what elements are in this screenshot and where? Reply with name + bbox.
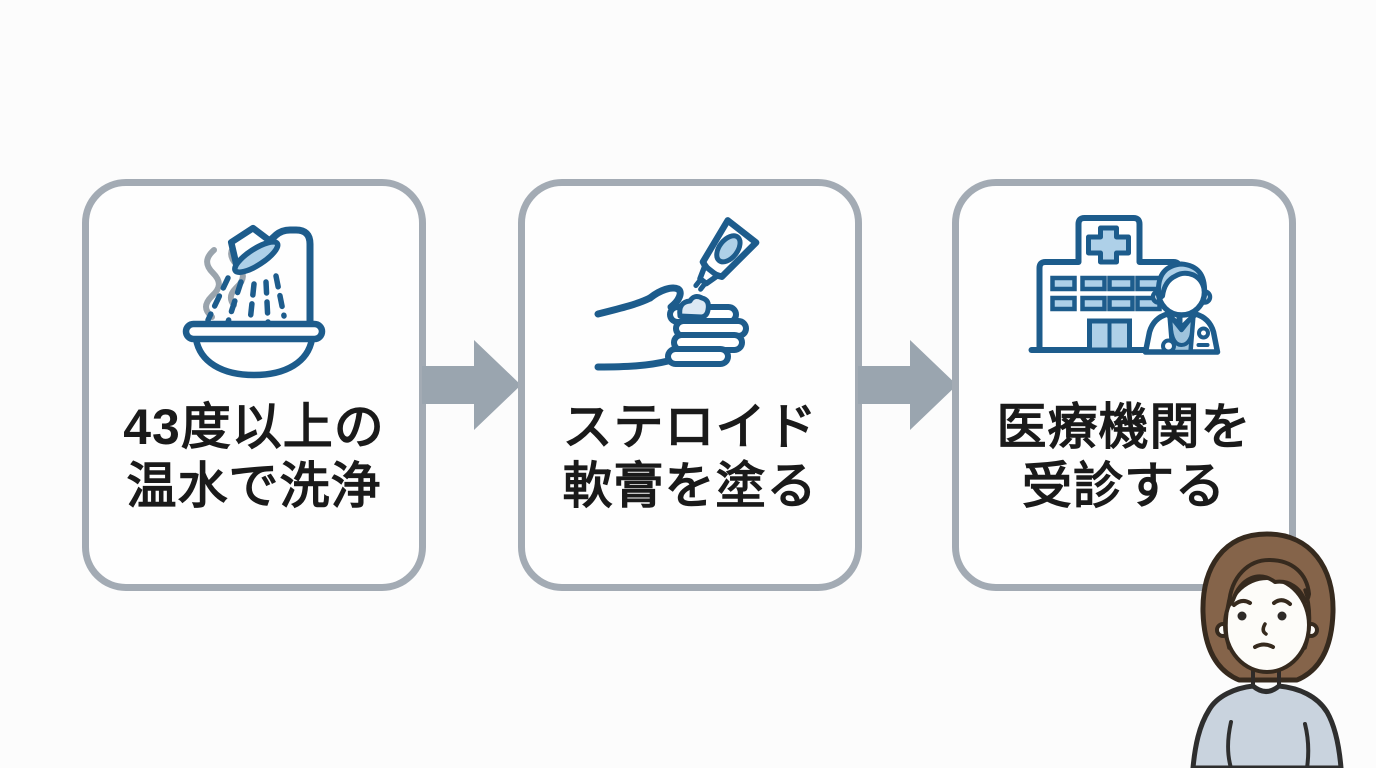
frown-mouth (1253, 642, 1275, 649)
doctor-hair (1155, 261, 1208, 300)
cream-blob (677, 294, 711, 320)
step-label-ointment: ステロイド 軟膏を塗る (515, 398, 865, 516)
hospital-building (1028, 215, 1211, 353)
worried-eyebrows (1232, 598, 1292, 607)
flow-arrow-right-icon (858, 340, 957, 430)
flow-arrow-right-icon (422, 340, 521, 430)
worried-woman-illustration (1190, 531, 1344, 768)
shower-head (227, 224, 281, 275)
wrist-thumb-lines (594, 284, 684, 371)
eye (1277, 611, 1287, 621)
sweater (1190, 683, 1344, 768)
step-label-clinic: 医療機関を 受診する (949, 398, 1299, 516)
step-label-line: 温水で洗浄 (126, 458, 382, 514)
stethoscope-tube (1168, 317, 1195, 348)
shower-pipe (260, 226, 314, 328)
ointment-tube (693, 217, 760, 292)
hot-shower-bath-icon (182, 224, 326, 379)
water-drops (205, 273, 287, 325)
step-label-line: ステロイド (562, 399, 818, 455)
step-label-line: 軟膏を塗る (562, 458, 818, 514)
step-label-wash: 43度以上の 温水で洗浄 (79, 398, 429, 516)
step-label-line: 受診する (1022, 458, 1226, 514)
bath-bowl (192, 335, 316, 379)
bangs (1227, 558, 1311, 607)
hair-front-locks (1224, 588, 1312, 650)
step-label-line: 医療機関を (996, 399, 1252, 455)
step-card-wash: 43度以上の 温水で洗浄 (82, 179, 426, 591)
step-card-clinic: 医療機関を 受診する (952, 179, 1296, 591)
step-card-ointment: ステロイド 軟膏を塗る (518, 179, 862, 591)
nose (1261, 622, 1268, 636)
ointment-tube-hand-icon (594, 217, 760, 371)
sweater-creases (1226, 720, 1311, 768)
stethoscope-chestpiece (1161, 338, 1176, 354)
doctor (1142, 261, 1221, 355)
medical-cross (1086, 225, 1131, 265)
hospital-doctor-icon (1028, 215, 1221, 355)
eye (1237, 611, 1247, 621)
bath-rim (182, 320, 326, 343)
step-label-line: 43度以上の (123, 399, 385, 455)
windows (1050, 275, 1162, 312)
hand (594, 284, 749, 371)
